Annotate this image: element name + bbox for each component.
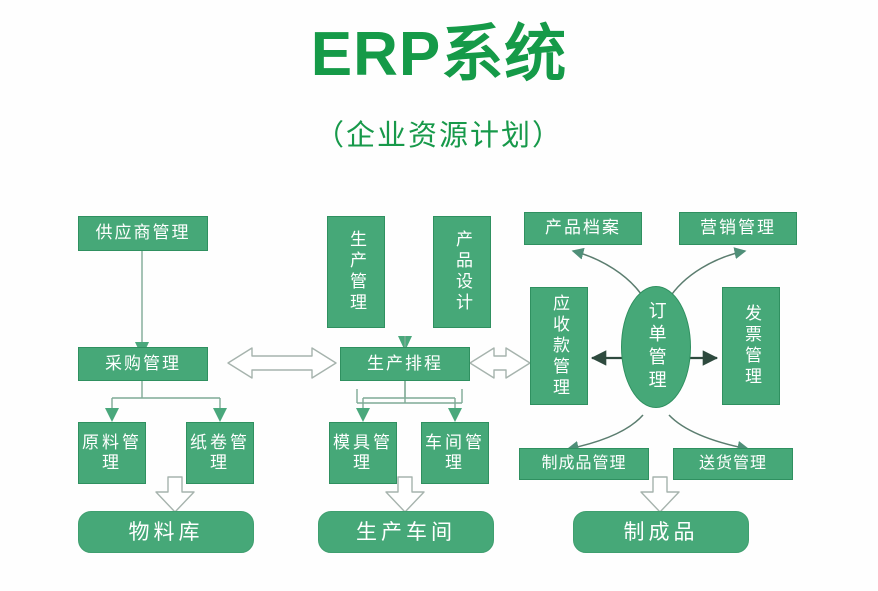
- node-finished-product[interactable]: 制成品: [573, 511, 749, 553]
- node-receivables-management[interactable]: 应收款管理: [530, 287, 588, 405]
- node-product-archive[interactable]: 产品档案: [524, 212, 642, 245]
- node-material-warehouse[interactable]: 物料库: [78, 511, 254, 553]
- node-order-management[interactable]: 订单管理: [621, 286, 691, 408]
- node-invoice-management[interactable]: 发票管理: [722, 287, 780, 405]
- node-delivery-management[interactable]: 送货管理: [673, 448, 793, 480]
- node-paper-roll-management[interactable]: 纸卷管理: [186, 422, 254, 484]
- node-production-management[interactable]: 生产管理: [327, 216, 385, 328]
- node-production-schedule[interactable]: 生产排程: [340, 347, 470, 381]
- node-workshop-management[interactable]: 车间管理: [421, 422, 489, 484]
- page-subtitle: （企业资源计划）: [314, 120, 563, 152]
- node-mold-management[interactable]: 模具管理: [329, 422, 397, 484]
- node-production-workshop[interactable]: 生产车间: [318, 511, 494, 553]
- page-title: ERP系统: [310, 20, 568, 89]
- node-raw-material-management[interactable]: 原料管理: [78, 422, 146, 484]
- node-supplier-management[interactable]: 供应商管理: [78, 216, 208, 251]
- node-purchase-management[interactable]: 采购管理: [78, 347, 208, 381]
- node-finished-goods-management[interactable]: 制成品管理: [519, 448, 649, 480]
- node-marketing-management[interactable]: 营销管理: [679, 212, 797, 245]
- node-product-design[interactable]: 产品设计: [433, 216, 491, 328]
